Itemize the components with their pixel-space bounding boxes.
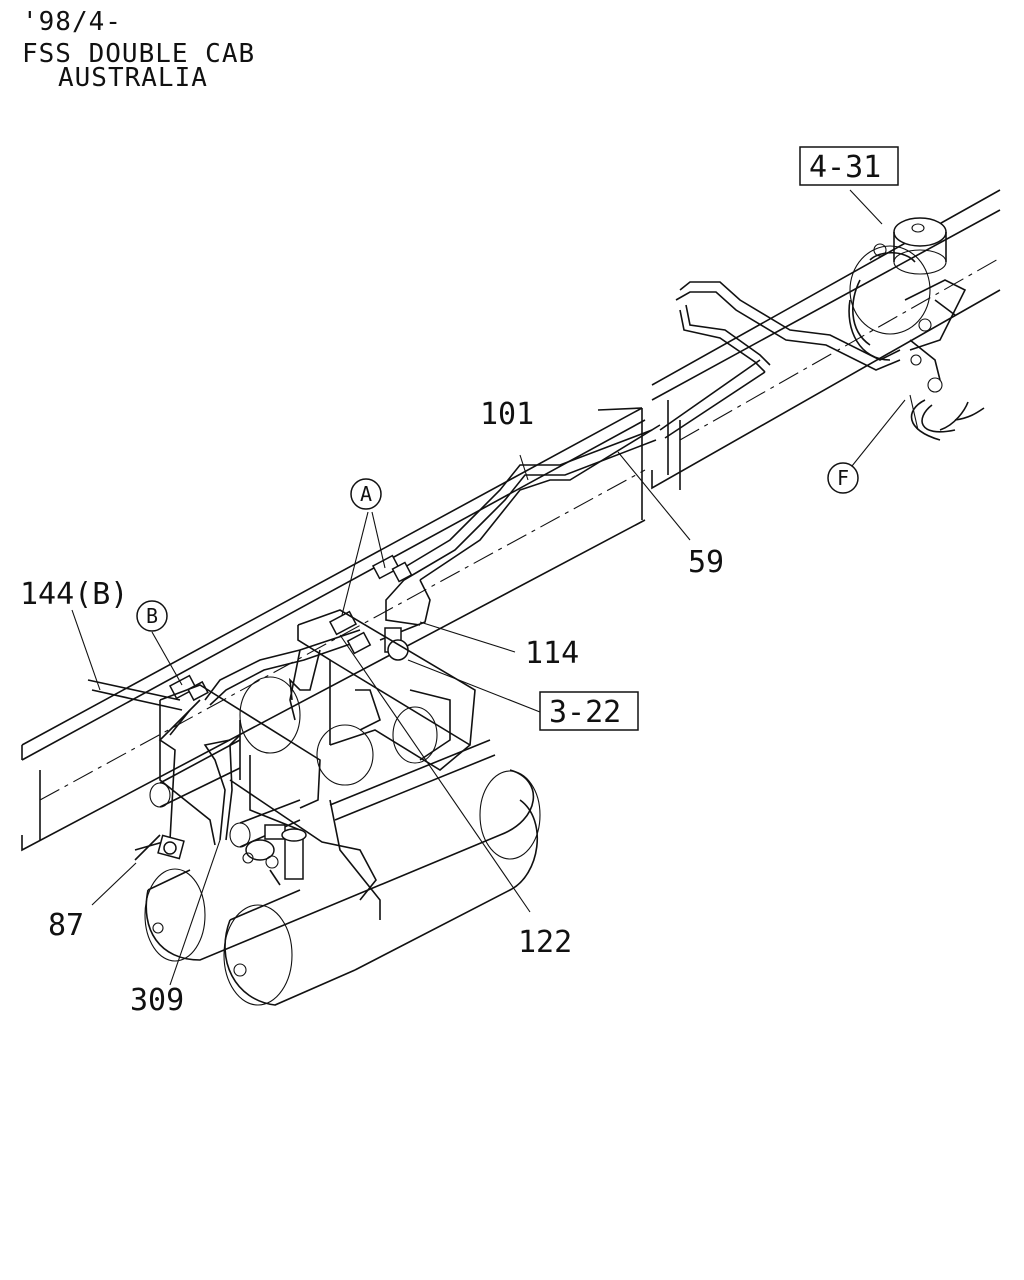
callout-87: 87 — [48, 908, 84, 943]
marker-b: B — [136, 600, 168, 632]
header-block: '98/4- FSS DOUBLE CAB AUSTRALIA — [22, 7, 255, 93]
brake-valve-assembly — [848, 217, 985, 441]
marker-a-label: A — [360, 482, 372, 506]
marker-f: F — [827, 462, 859, 494]
marker-f-label: F — [837, 466, 849, 490]
crossmember-bracket — [159, 609, 496, 920]
callout-114: 114 — [525, 636, 579, 671]
pipe-fittings — [157, 554, 413, 860]
callout-144b: 144(B) — [20, 577, 128, 612]
air-tanks — [144, 769, 541, 1006]
callout-101: 101 — [480, 397, 534, 432]
valve-cluster — [242, 824, 307, 886]
callout-59: 59 — [688, 545, 724, 580]
ref-box-3-22[interactable]: 3-22 — [539, 691, 639, 731]
brake-chambers — [149, 676, 438, 848]
header-date: '98/4- — [22, 7, 122, 37]
callout-122: 122 — [518, 925, 572, 960]
callout-309: 309 — [130, 983, 184, 1018]
header-region: AUSTRALIA — [58, 63, 208, 93]
leader-lines — [71, 189, 906, 986]
ref-label-4-31: 4-31 — [809, 150, 881, 185]
ref-label-3-22: 3-22 — [549, 695, 621, 730]
header-model: FSS DOUBLE CAB — [22, 39, 255, 69]
frame-rail-right — [651, 189, 1001, 490]
brake-pipe-run — [87, 281, 901, 861]
marker-a: A — [350, 478, 382, 510]
ref-box-4-31[interactable]: 4-31 — [799, 146, 899, 186]
marker-b-label: B — [146, 604, 158, 628]
